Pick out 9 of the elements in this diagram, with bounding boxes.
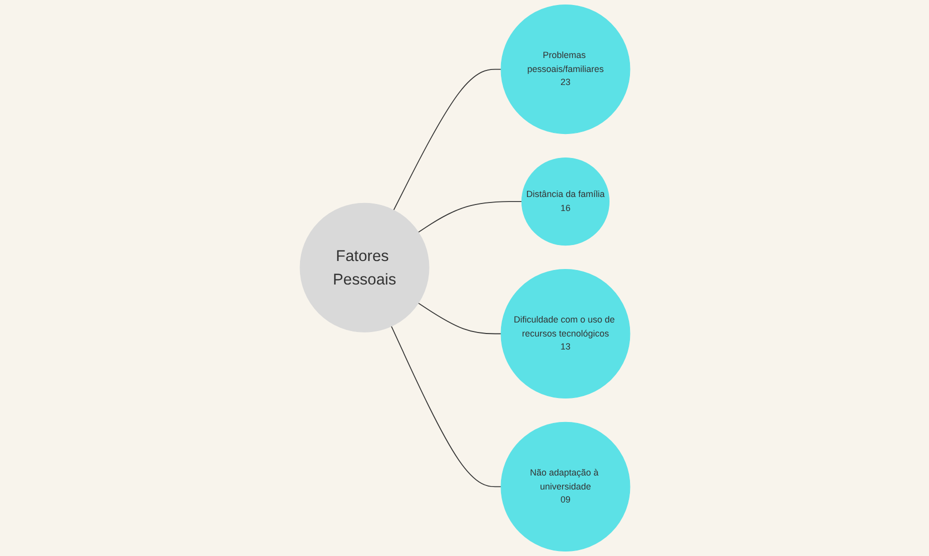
node-circle: Dificuldade com o uso de recursos tecnológicos 13 [500, 268, 630, 399]
node-circle: Problemas pessoais/familiares 23 [500, 4, 630, 134]
connector [417, 302, 501, 334]
connector [390, 326, 501, 488]
node-circle: Distância da família 16 [520, 157, 610, 246]
connector [417, 201, 522, 233]
node-circle: Não adaptação à universidade 09 [500, 422, 630, 552]
node-circle: Fatores Pessoais [299, 202, 429, 332]
connector [392, 68, 501, 211]
